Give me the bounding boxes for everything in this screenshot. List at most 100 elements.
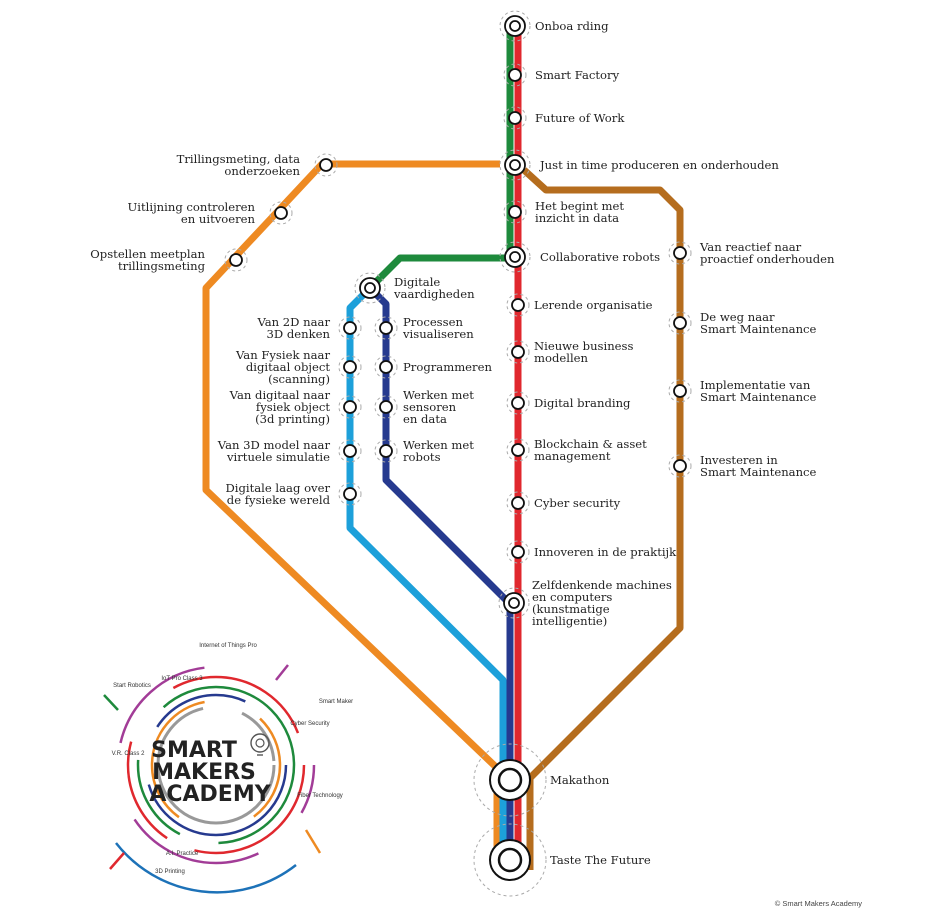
station-marker-inner bbox=[509, 20, 521, 32]
ring-label-iot-class3: IoT Pro Class 3 bbox=[161, 676, 203, 682]
station-label-3d-naar-simulatie-line-1: Van 3D model naar bbox=[217, 438, 331, 452]
station-robots bbox=[374, 439, 398, 463]
station-innoveren bbox=[506, 540, 530, 564]
station-3d-naar-simulatie bbox=[338, 439, 362, 463]
station-label-fysiek-naar-digitaal-line-1: Van Fysiek naar bbox=[235, 348, 330, 362]
station-weg-naar-sm bbox=[668, 311, 692, 335]
station-marker bbox=[343, 487, 357, 501]
stations bbox=[224, 10, 692, 897]
station-marker bbox=[511, 298, 525, 312]
station-label-3d-naar-simulatie-line-2: virtuele simulatie bbox=[226, 450, 330, 464]
station-halo bbox=[503, 200, 527, 224]
station-label-digitaal-naar-fysiek-line-1: Van digitaal naar bbox=[229, 388, 331, 402]
station-label-zelfdenkende-line-1: Zelfdenkende machines bbox=[532, 578, 672, 592]
station-label-fysiek-naar-digitaal-line-3: (scanning) bbox=[268, 372, 330, 386]
station-label-sensoren-line-1: Werken met bbox=[403, 388, 474, 402]
station-label-zelfdenkende-line-3: (kunstmatige bbox=[532, 602, 610, 616]
station-digital-branding bbox=[506, 391, 530, 415]
station-label-robots-line-2: robots bbox=[403, 450, 441, 464]
station-marker-inner bbox=[364, 282, 376, 294]
station-marker bbox=[673, 459, 687, 473]
station-label-reactief-proactief-line-1: Van reactief naar bbox=[699, 240, 802, 254]
station-label-digitale-vaardigheden-line-1: Digitale bbox=[394, 275, 440, 289]
station-halo bbox=[473, 743, 547, 817]
station-marker bbox=[508, 205, 522, 219]
station-marker bbox=[343, 321, 357, 335]
station-onboarding bbox=[499, 10, 531, 42]
station-marker bbox=[229, 253, 243, 267]
station-digitaal-naar-fysiek bbox=[338, 395, 362, 419]
station-halo bbox=[338, 316, 362, 340]
station-label-makathon-line-1: Makathon bbox=[550, 773, 610, 787]
station-halo bbox=[506, 391, 530, 415]
station-halo bbox=[506, 540, 530, 564]
station-smart-factory bbox=[503, 63, 527, 87]
logo-spoke-1 bbox=[109, 852, 125, 870]
logo-word-2: MAKERS bbox=[152, 760, 256, 785]
station-halo bbox=[473, 823, 547, 897]
green-route bbox=[367, 26, 514, 291]
logo-ring-outer-blue bbox=[115, 842, 297, 894]
station-label-processen-line-2: visualiseren bbox=[402, 327, 474, 341]
smart-makers-academy-logo: SMART MAKERS ACADEMY Internet of Things … bbox=[103, 643, 353, 894]
station-halo bbox=[668, 241, 692, 265]
station-marker bbox=[673, 246, 687, 260]
station-label-zelfdenkende-line-2: en computers bbox=[532, 590, 612, 604]
station-marker bbox=[379, 321, 393, 335]
station-label-programmeren-line-1: Programmeren bbox=[403, 360, 492, 374]
station-implementatie-sm bbox=[668, 379, 692, 403]
station-marker-inner bbox=[497, 847, 523, 873]
logo-word-1: SMART bbox=[151, 738, 237, 763]
station-label-meetplan-line-1: Opstellen meetplan bbox=[90, 247, 205, 261]
station-halo bbox=[374, 395, 398, 419]
station-label-implementatie-sm-line-2: Smart Maintenance bbox=[700, 390, 817, 404]
logo-spoke-3 bbox=[103, 694, 119, 711]
station-halo bbox=[338, 395, 362, 419]
station-label-investeren-sm-line-2: Smart Maintenance bbox=[700, 465, 817, 479]
station-marker bbox=[379, 444, 393, 458]
station-halo bbox=[354, 272, 386, 304]
ring-label-fiber-technology: Fiber Technology bbox=[297, 793, 343, 799]
station-label-processen-line-1: Processen bbox=[403, 315, 463, 329]
station-label-digitale-laag-line-2: de fysieke wereld bbox=[227, 493, 331, 507]
station-label-fysiek-naar-digitaal-line-2: digitaal object bbox=[246, 360, 330, 374]
station-meetplan bbox=[224, 248, 248, 272]
logo-ring-grey bbox=[156, 705, 276, 825]
ring-label-start-robotics: Start Robotics bbox=[113, 683, 151, 689]
logo-spoke-4 bbox=[275, 664, 289, 681]
station-collaborative-robots bbox=[499, 241, 531, 273]
station-marker bbox=[379, 400, 393, 414]
station-label-lerende-organisatie-line-1: Lerende organisatie bbox=[534, 298, 653, 312]
station-marker bbox=[343, 400, 357, 414]
station-marker bbox=[508, 68, 522, 82]
station-lerende-organisatie bbox=[506, 293, 530, 317]
station-label-taste-the-future-line-1: Taste The Future bbox=[550, 853, 651, 867]
station-marker bbox=[511, 396, 525, 410]
station-label-just-in-time-line-1: Just in time produceren en onderhouden bbox=[539, 158, 779, 172]
station-inzicht-in-data bbox=[503, 200, 527, 224]
station-marker bbox=[343, 444, 357, 458]
logo-ring-orange bbox=[150, 699, 282, 831]
station-halo bbox=[506, 491, 530, 515]
station-fysiek-naar-digitaal bbox=[338, 355, 362, 379]
ring-label-ai-practice: A.I. Practice bbox=[166, 851, 199, 857]
station-digitale-vaardigheden bbox=[354, 272, 386, 304]
station-halo bbox=[374, 355, 398, 379]
station-label-sensoren-line-3: en data bbox=[403, 412, 447, 426]
station-future-of-work bbox=[503, 106, 527, 130]
station-halo bbox=[503, 63, 527, 87]
station-label-onboarding-line-1: Onboa rding bbox=[535, 19, 609, 33]
station-marker-inner bbox=[509, 159, 521, 171]
copyright-notice: © Smart Makers Academy bbox=[775, 899, 862, 908]
station-halo bbox=[506, 340, 530, 364]
station-marker bbox=[508, 111, 522, 125]
station-label-inzicht-in-data-line-1: Het begint met bbox=[535, 199, 624, 213]
station-just-in-time bbox=[499, 149, 531, 181]
station-label-2d-naar-3d-line-1: Van 2D naar bbox=[256, 315, 330, 329]
station-label-digitale-vaardigheden-line-2: vaardigheden bbox=[393, 287, 475, 301]
logo-word-3: ACADEMY bbox=[149, 782, 271, 807]
station-marker bbox=[379, 360, 393, 374]
station-label-collaborative-robots-line-1: Collaborative robots bbox=[540, 250, 660, 264]
